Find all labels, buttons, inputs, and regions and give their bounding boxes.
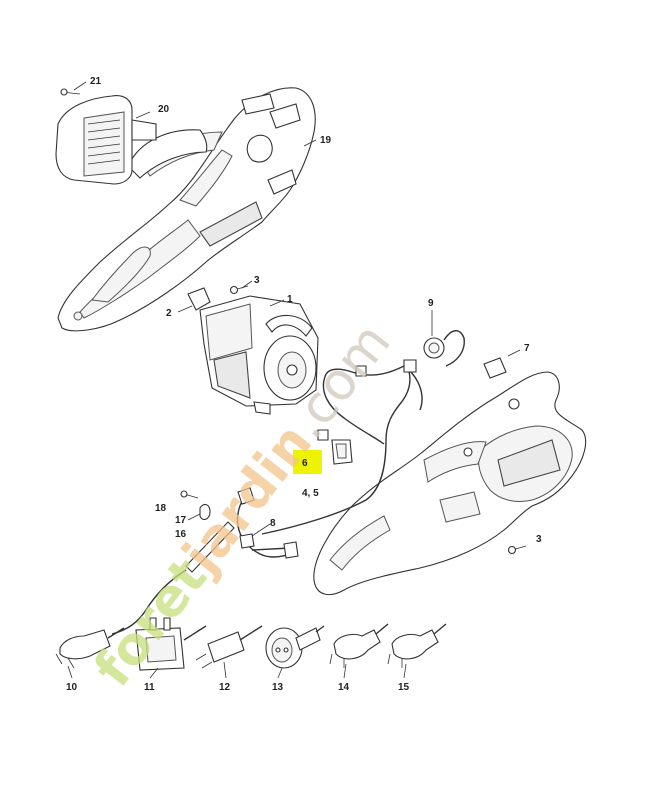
brush-holder-part-2 <box>177 287 211 313</box>
housing-half-part-19 <box>57 87 316 332</box>
fan-cover-part-20 <box>55 95 157 185</box>
cable-sleeve-part-16 <box>185 521 235 573</box>
label-3-top: 3 <box>254 275 260 286</box>
screw-part-18 <box>180 490 199 499</box>
label-16: 16 <box>175 529 187 540</box>
leader-lines <box>67 81 407 679</box>
label-2: 2 <box>166 308 172 319</box>
suppressor-part-6 <box>331 439 353 465</box>
label-1: 1 <box>287 294 293 305</box>
plug-part-11 <box>135 617 207 671</box>
cord-assembly-part-8 <box>236 487 299 559</box>
plug-part-14 <box>329 623 389 668</box>
label-20: 20 <box>158 104 170 115</box>
motor-part-1 <box>199 295 319 415</box>
highlighted-part-6-marker <box>293 450 322 474</box>
label-12: 12 <box>219 682 231 693</box>
screw-part-3-top <box>229 285 249 295</box>
label-10: 10 <box>66 682 78 693</box>
label-15: 15 <box>398 682 410 693</box>
screw-part-21 <box>60 88 81 96</box>
switch-part-9 <box>423 310 465 367</box>
supply-cable <box>111 569 187 635</box>
label-3-right: 3 <box>536 534 542 545</box>
label-6: 6 <box>302 458 308 469</box>
label-7: 7 <box>524 343 530 354</box>
label-13: 13 <box>272 682 284 693</box>
screw-part-3-right <box>507 545 527 555</box>
plug-part-10 <box>55 627 125 669</box>
label-19: 19 <box>320 135 332 146</box>
watermark-prefix: foret <box>83 547 219 698</box>
label-14: 14 <box>338 682 350 693</box>
watermark-mid: jardin <box>170 413 324 586</box>
plug-part-12 <box>195 625 263 669</box>
label-18: 18 <box>155 503 167 514</box>
cable-harness <box>261 359 423 535</box>
clamp-part-17 <box>199 503 211 521</box>
label-9: 9 <box>428 298 434 309</box>
terminal-part-7 <box>483 349 521 379</box>
handle-housing <box>313 371 587 596</box>
label-17: 17 <box>175 515 187 526</box>
plug-part-15 <box>387 623 447 668</box>
socket-part-13 <box>265 625 325 669</box>
label-21: 21 <box>90 76 102 87</box>
part-labels: 21 20 19 3 1 2 9 7 6 4, 5 18 17 8 16 3 1… <box>66 76 542 693</box>
label-8: 8 <box>270 518 276 529</box>
label-11: 11 <box>144 682 155 693</box>
label-4-5: 4, 5 <box>302 488 319 499</box>
